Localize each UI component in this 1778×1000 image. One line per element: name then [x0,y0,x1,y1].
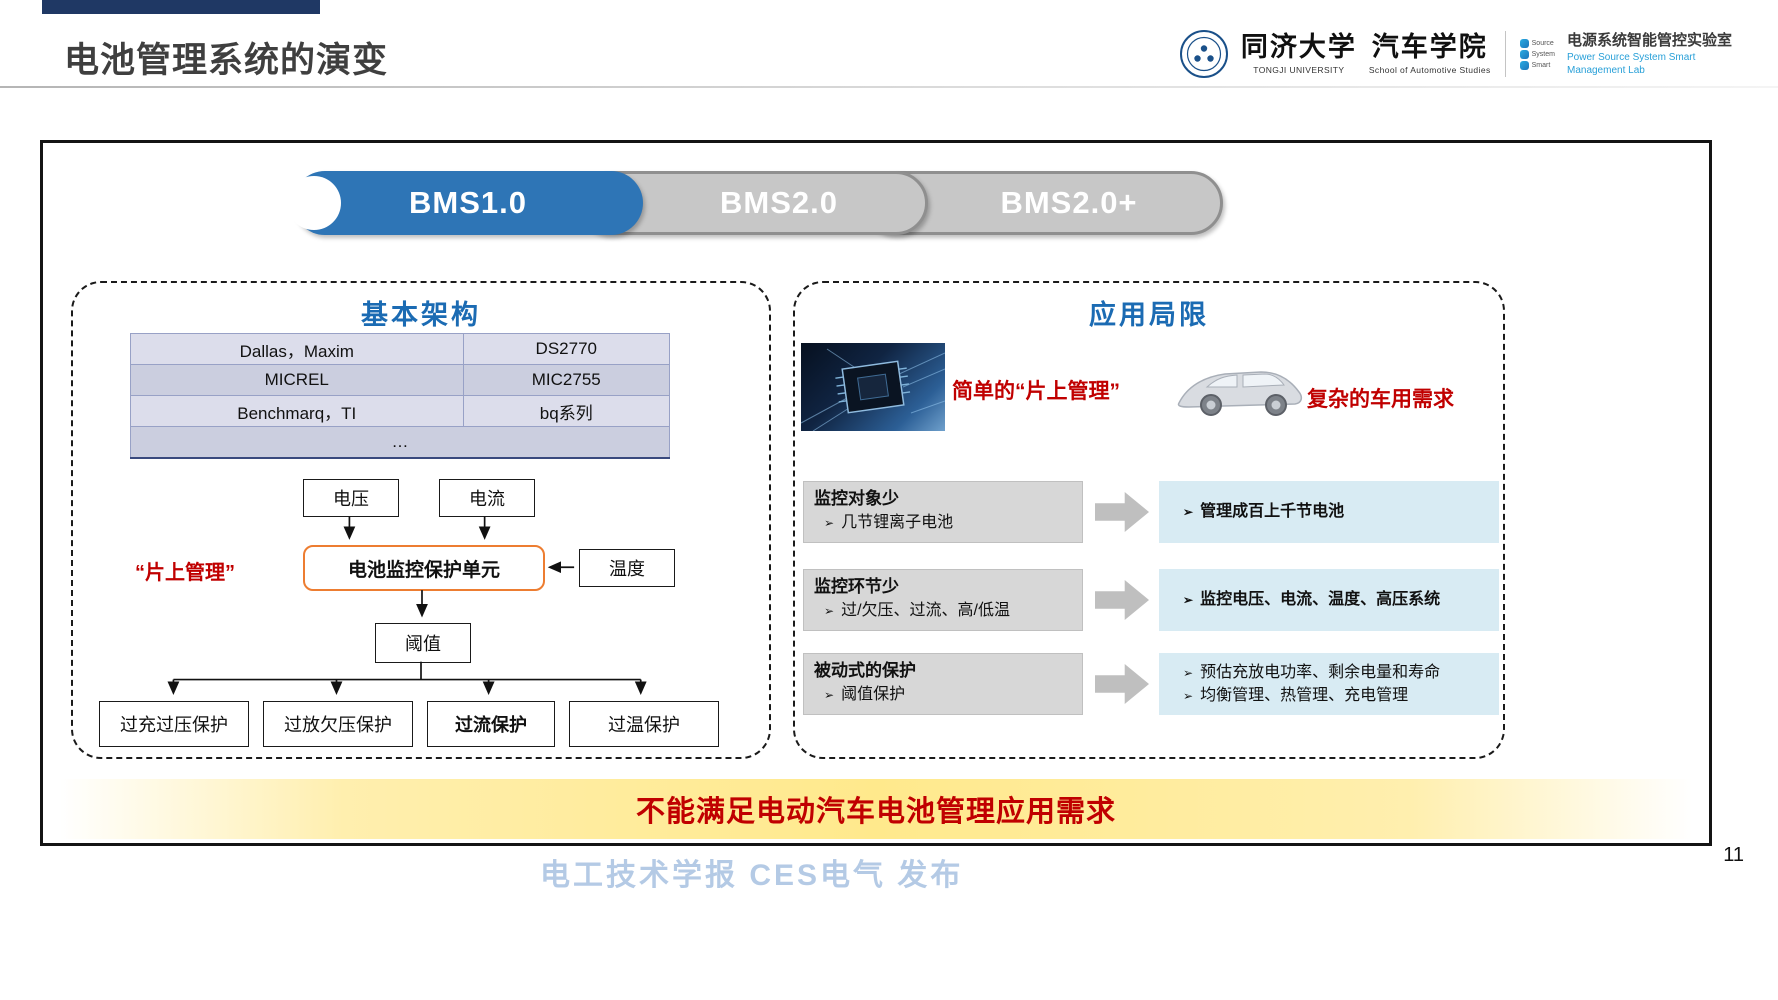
left-panel-title: 基本架构 [361,300,481,330]
lab-logo-text: 电源系统智能管控实验室 Power Source System Smart Ma… [1567,31,1732,77]
car-caption: 复杂的车用需求 [1307,388,1454,411]
stage-bms1-label: BMS1.0 [409,185,527,220]
bullet-icon: ➢ [1183,593,1194,607]
right-arrow-icon [1095,492,1149,532]
lab-badge-word: Source [1531,39,1554,47]
vendor-table: Dallas，Maxim DS2770 MICREL MIC2755 Bench… [130,333,671,459]
limitation-item: 阈值保护 [841,686,906,704]
lab-badge-word: Smart [1531,61,1551,69]
right-arrow-icon [1095,664,1149,704]
lab-badge-dot-icon [1519,38,1529,48]
lab-badge-word: System [1531,50,1555,58]
requirement-right-box: ➢ 监控电压、电流、温度、高压系统 [1159,569,1499,631]
chip-image [801,343,945,431]
school-name-en: School of Automotive Studies [1368,64,1491,75]
chip-caption: 简单的“片上管理” [952,380,1120,403]
watermark-text: 电工技术学报 CES电气 发布 [540,859,964,892]
on-chip-management-label: “片上管理” [135,562,235,584]
limitation-left-box: 监控对象少 ➢ 几节锂离子电池 [803,481,1083,543]
logo-divider [1504,31,1506,77]
voltage-box: 电压 [303,479,399,517]
overtemperature-protection-box: 过温保护 [569,701,719,747]
lab-badge-dot-icon [1519,49,1529,59]
battery-monitor-protection-unit-box: 电池监控保护单元 [303,545,545,591]
bms-timeline: BMS1.0 BMS2.0 BMS2.0+ [43,171,1709,235]
limitation-title: 监控环节少 [814,577,899,596]
university-name-en: TONGJI UNIVERSITY [1253,64,1345,75]
bullet-icon: ➢ [1183,688,1194,703]
lab-name-en-1: Power Source System Smart [1566,51,1696,63]
table-cell: Dallas，Maxim [130,333,464,365]
lab-name-en-2: Management Lab [1566,64,1645,76]
overcurrent-protection-box: 过流保护 [427,701,555,747]
limitation-left-box: 被动式的保护 ➢ 阈值保护 [803,653,1083,715]
conclusion-text: 不能满足电动汽车电池管理应用需求 [635,796,1116,828]
content-frame: BMS1.0 BMS2.0 BMS2.0+ 基本架构 Dallas，Maxim … [40,140,1712,846]
university-name: 同济大学 [1240,31,1357,62]
school-name: 汽车学院 [1371,31,1488,62]
requirement-item: 监控电压、电流、温度、高压系统 [1200,591,1441,608]
title-accent-bar [42,0,320,14]
bullet-icon: ➢ [824,604,835,619]
limitation-row: 被动式的保护 ➢ 阈值保护 ➢ 预估充放电功率、剩余电量和寿命 ➢ 均衡管理、热… [803,653,1499,715]
limitation-left-box: 监控环节少 ➢ 过/欠压、过流、高/低温 [803,569,1083,631]
car-image [1173,345,1305,425]
overdischarge-protection-box: 过放欠压保护 [263,701,413,747]
limitation-title: 监控对象少 [814,489,899,508]
requirement-item: 管理成百上千节电池 [1200,503,1345,520]
table-ellipsis-cell: … [130,426,670,459]
requirement-right-box: ➢ 预估充放电功率、剩余电量和寿命 ➢ 均衡管理、热管理、充电管理 [1159,653,1499,715]
table-cell: Benchmarq，TI [130,395,464,427]
table-cell: DS2770 [462,333,671,365]
current-box: 电流 [439,479,535,517]
table-cell: MICREL [130,364,464,396]
table-row: … [130,426,670,459]
bullet-icon: ➢ [824,688,835,703]
bullet-icon: ➢ [1183,665,1194,680]
limitation-item: 几节锂离子电池 [841,514,954,532]
lab-logo-icon: Source System Smart [1519,38,1555,70]
threshold-box: 阈值 [375,623,471,663]
requirement-item: 均衡管理、热管理、充电管理 [1200,686,1409,704]
limitation-item: 过/欠压、过流、高/低温 [841,602,1010,620]
lab-name: 电源系统智能管控实验室 [1566,32,1732,50]
university-logo-text: 同济大学 TONGJI UNIVERSITY [1240,31,1357,75]
requirement-item: 预估充放电功率、剩余电量和寿命 [1200,663,1441,681]
table-row: Dallas，Maxim DS2770 [130,333,671,365]
limitation-row: 监控对象少 ➢ 几节锂离子电池 ➢ 管理成百上千节电池 [803,481,1499,543]
right-panel-title: 应用局限 [1089,300,1209,330]
bullet-icon: ➢ [1183,505,1194,519]
basic-architecture-panel: 基本架构 Dallas，Maxim DS2770 MICREL MIC2755 … [71,281,771,759]
table-row: Benchmarq，TI bq系列 [130,395,671,427]
limitation-row: 监控环节少 ➢ 过/欠压、过流、高/低温 ➢ 监控电压、电流、温度、高压系统 [803,569,1499,631]
header-divider [0,86,1778,88]
limitation-title: 被动式的保护 [814,661,916,680]
right-arrow-icon [1095,580,1149,620]
conclusion-band: 不能满足电动汽车电池管理应用需求 [43,779,1709,839]
table-cell: MIC2755 [462,364,671,396]
page-title: 电池管理系统的演变 [64,41,389,80]
application-limits-panel: 应用局限 [793,281,1505,759]
requirement-right-box: ➢ 管理成百上千节电池 [1159,481,1499,543]
lab-badge-dot-icon [1519,60,1529,70]
table-cell: bq系列 [462,395,671,427]
school-logo-text: 汽车学院 School of Automotive Studies [1368,31,1491,75]
stage-bms1: BMS1.0 [287,171,643,235]
tongji-emblem-icon [1179,29,1229,79]
header-logos: 同济大学 TONGJI UNIVERSITY 汽车学院 School of Au… [1179,24,1732,84]
table-row: MICREL MIC2755 [130,364,671,396]
temperature-box: 温度 [579,549,675,587]
page-number: 11 [1723,844,1744,866]
overcharge-protection-box: 过充过压保护 [99,701,249,747]
stage-bms2-label: BMS2.0 [720,185,838,220]
stage-bms2plus-label: BMS2.0+ [1000,185,1138,220]
bullet-icon: ➢ [824,516,835,531]
